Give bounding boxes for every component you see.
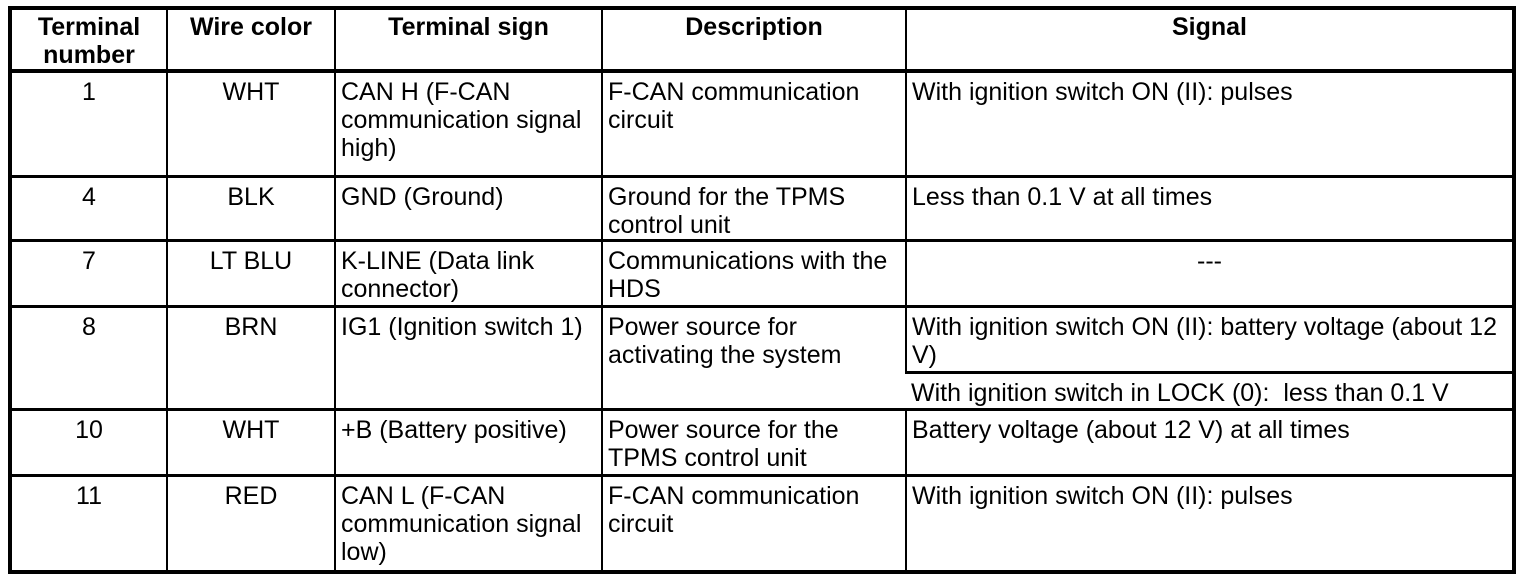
table-row: 4 BLK GND (Ground) Ground for the TPMS c…: [10, 174, 1514, 240]
column-header-signal: Signal: [905, 8, 1514, 73]
cell-signal: With ignition switch ON (II): pulses: [905, 69, 1514, 176]
cell-description: F-CAN communication circuit: [601, 473, 906, 572]
cell-signal: ---: [905, 238, 1514, 306]
cell-wire-color: RED: [166, 473, 335, 572]
cell-wire-color: LT BLU: [166, 238, 335, 306]
cell-wire-color: BLK: [166, 174, 335, 240]
column-header-wire-color: Wire color: [166, 8, 335, 73]
cell-terminal-number: 1: [10, 69, 167, 176]
cell-signal: Less than 0.1 V at all times: [905, 174, 1514, 240]
cell-description: F-CAN communication circuit: [601, 69, 906, 176]
cell-description: Power source for activating the system: [601, 304, 906, 409]
cell-description: Power source for the TPMS control unit: [601, 407, 906, 475]
table-row: 1 WHT CAN H (F-CAN communication signal …: [10, 69, 1514, 176]
cell-wire-color: WHT: [166, 69, 335, 176]
cell-terminal-sign: CAN L (F-CAN communication signal low): [334, 473, 602, 572]
cell-signal-sub-1: With ignition switch ON (II): battery vo…: [905, 304, 1514, 372]
table-row: 11 RED CAN L (F-CAN communication signal…: [10, 473, 1514, 572]
cell-wire-color: WHT: [166, 407, 335, 475]
cell-terminal-number: 11: [10, 473, 167, 572]
cell-wire-color: BRN: [166, 304, 335, 409]
header-row: Terminal number Wire color Terminal sign…: [10, 8, 1514, 73]
column-header-terminal-sign: Terminal sign: [334, 8, 602, 73]
table-subrow: With ignition switch in LOCK (0): less t…: [10, 370, 1514, 409]
column-header-description: Description: [601, 8, 906, 73]
cell-terminal-sign: +B (Battery positive): [334, 407, 602, 475]
cell-terminal-sign: CAN H (F-CAN communication signal high): [334, 69, 602, 176]
cell-terminal-sign: GND (Ground): [334, 174, 602, 240]
table-row: 10 WHT +B (Battery positive) Power sourc…: [10, 407, 1514, 475]
terminal-signal-table: Terminal number Wire color Terminal sign…: [8, 6, 1516, 574]
cell-terminal-number: 4: [10, 174, 167, 240]
cell-terminal-number: 7: [10, 238, 167, 306]
cell-signal-sub-2: With ignition switch in LOCK (0): less t…: [906, 370, 1514, 409]
column-header-terminal-number: Terminal number: [10, 8, 167, 73]
cell-description: Communications with the HDS: [601, 238, 906, 306]
table-row: 7 LT BLU K-LINE (Data link connector) Co…: [10, 238, 1514, 306]
cell-terminal-sign: K-LINE (Data link connector): [334, 238, 602, 306]
cell-terminal-sign: IG1 (Ignition switch 1): [334, 304, 602, 409]
cell-terminal-number: 10: [10, 407, 167, 475]
cell-signal: With ignition switch ON (II): pulses: [905, 473, 1514, 572]
cell-terminal-number: 8: [10, 304, 167, 409]
cell-description: Ground for the TPMS control unit: [601, 174, 906, 240]
table-row: 8 BRN IG1 (Ignition switch 1) Power sour…: [10, 304, 1514, 409]
cell-signal: Battery voltage (about 12 V) at all time…: [905, 407, 1514, 475]
